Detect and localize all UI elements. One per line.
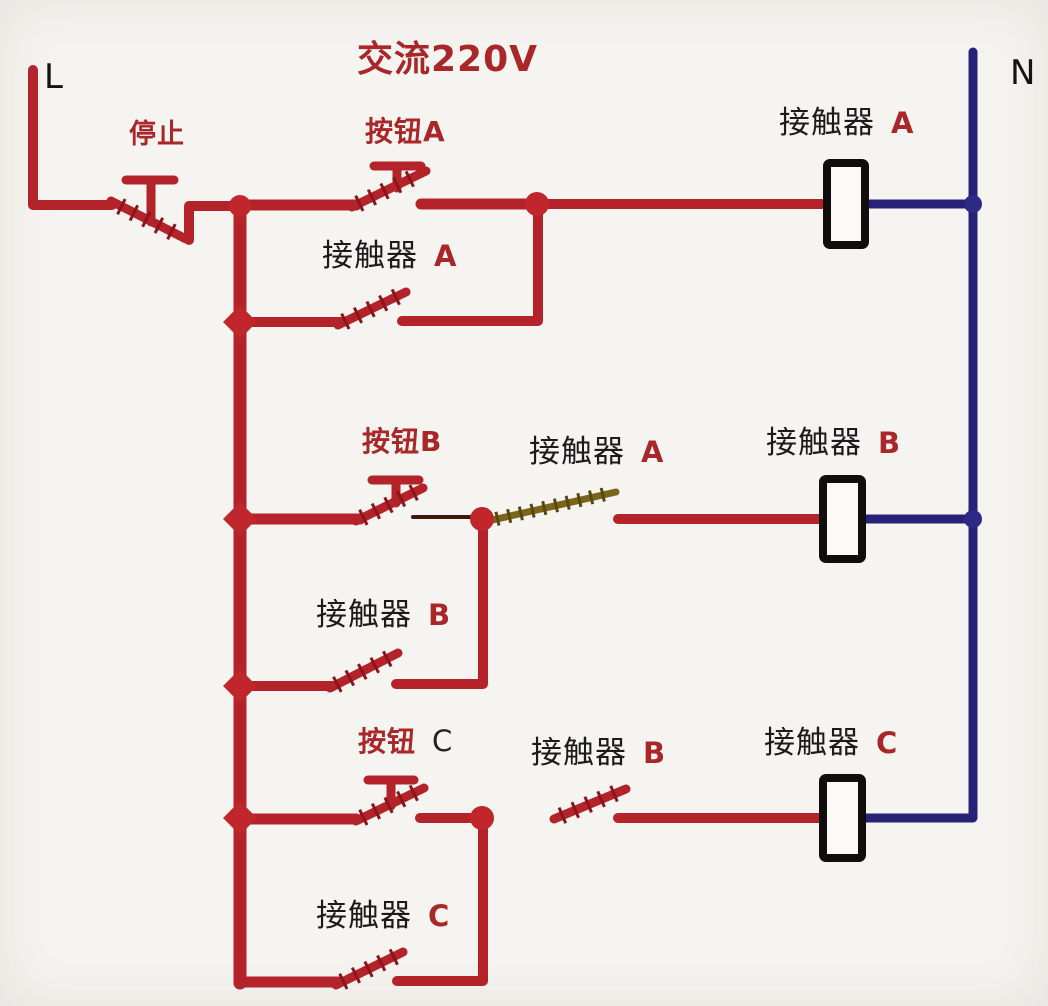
latch-b-contact-id: B [428, 598, 451, 632]
latch-c-blade-hatch [338, 948, 400, 990]
coil-b-id: B [878, 426, 901, 460]
series-contact-a-label: 接触器 A [529, 437, 663, 468]
series-contact-b-id: B [643, 736, 666, 770]
junction-branch-b [470, 507, 494, 531]
stop-button-label: 停止 [129, 119, 185, 150]
latch-a-contact-name: 接触器 [322, 238, 418, 274]
series-contact-a-group [484, 488, 620, 525]
junction-bus-branch-b [223, 502, 257, 536]
latch-b-blade-hatch [332, 649, 395, 693]
button-c-name: 按钮 [358, 725, 417, 758]
button-c-id: C [432, 724, 453, 758]
coil-c-label: 接触器 C [764, 728, 897, 759]
neutral-rail-wire [857, 47, 978, 823]
coil-fill-group [819, 159, 869, 862]
latch-a-blade-hatch [340, 288, 402, 330]
latch-b-contact-label: 接触器 B [316, 600, 450, 631]
junction-neutral-a [964, 195, 982, 213]
button-a-blade [347, 166, 431, 212]
neutral-wiring [857, 47, 978, 823]
button-c-label: 按钮 C [358, 727, 452, 756]
button-b-blade-hatch [358, 484, 419, 526]
junction-bus-latch-b [223, 669, 257, 703]
stop-button-right-wire [184, 201, 247, 245]
blade-hatching [116, 169, 622, 990]
latch-c-contact-name: 接触器 [316, 898, 412, 934]
coil-c-id: C [876, 726, 898, 760]
neutral-rail-label: N [1010, 53, 1036, 93]
latch-a-contact-id: A [434, 239, 457, 273]
coil-a-label: 接触器 A [779, 108, 913, 139]
series-contact-a-blade [484, 488, 620, 525]
contactor-c-coil [819, 774, 866, 862]
latch-c-drop-wire [392, 814, 488, 986]
junction-stop-bus [229, 195, 251, 217]
neutral-junctions [964, 195, 982, 528]
live-rail-label: L [44, 57, 63, 97]
latch-b-contact-name: 接触器 [316, 597, 412, 633]
contactor-b-coil [819, 475, 866, 563]
coil-a-id: A [891, 106, 914, 140]
junction-bus-latch-a [223, 305, 257, 339]
latch-b-drop-wire [391, 514, 488, 689]
coil-a-name: 接触器 [779, 105, 875, 141]
latch-c-contact-id: C [428, 899, 450, 933]
button-c-blade-hatch [358, 784, 420, 826]
series-contact-a-id: A [641, 435, 664, 469]
series-contact-a-name: 接触器 [529, 434, 625, 470]
series-contact-b-name: 接触器 [531, 735, 627, 771]
latch-c-contact-label: 接触器 C [316, 901, 449, 932]
contactor-a-coil [823, 159, 869, 249]
coil-c-name: 接触器 [764, 725, 860, 761]
series-contact-b-blade-hatch [557, 784, 622, 824]
red-wiring [28, 65, 832, 990]
live-rail-wire [28, 65, 117, 210]
button-a-label: 按钮A [365, 115, 446, 148]
coil-b-name: 接触器 [766, 425, 862, 461]
stop-button-blade [106, 196, 191, 244]
junction-bus-branch-c [223, 801, 257, 835]
coil-outline-group [819, 159, 869, 862]
button-b-label: 按钮B [362, 425, 443, 458]
junction-neutral-b [964, 510, 982, 528]
coil-b-label: 接触器 B [766, 428, 900, 459]
diagram-title: 交流220V [357, 39, 539, 80]
series-contact-b-label: 接触器 B [531, 738, 665, 769]
latch-a-contact-label: 接触器 A [322, 241, 456, 272]
latch-a-drop-wire [397, 199, 543, 326]
junction-branch-a [525, 192, 549, 216]
junction-branch-c [470, 806, 494, 830]
